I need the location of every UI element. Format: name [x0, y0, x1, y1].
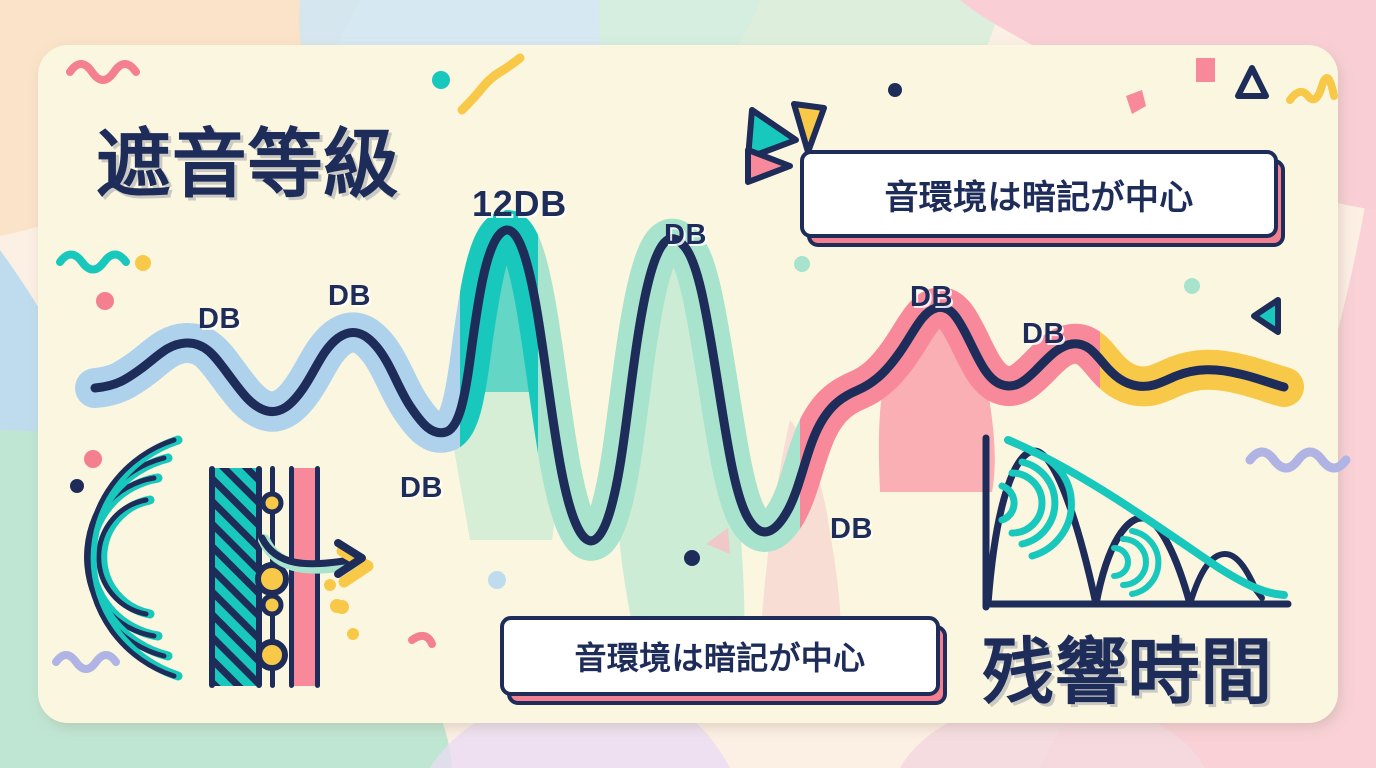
db-label-1: DB	[198, 303, 242, 335]
db-label-4: DB	[400, 472, 444, 504]
db-label-6: DB	[910, 281, 954, 313]
reverb-wave-arcs-large	[998, 448, 1075, 560]
navy-dot-c	[70, 479, 84, 493]
callout-badge-top: 音環境は暗記が中心	[800, 150, 1285, 247]
db-label-7: DB	[1022, 318, 1066, 350]
chart-axes	[982, 434, 1292, 611]
pink-triangle	[745, 147, 793, 185]
reverb-title: 残響時間	[982, 633, 1273, 713]
pink-chip	[1126, 90, 1146, 114]
navy-dot-b	[684, 550, 700, 566]
yellow-squiggle-a	[457, 53, 525, 115]
db-label-2: DB	[328, 280, 372, 312]
pink-dot-a	[96, 292, 114, 310]
badge-label: 音環境は暗記が中心	[574, 640, 866, 676]
teal-triangle	[745, 107, 799, 161]
badge-face: 音環境は暗記が中心	[800, 150, 1278, 238]
transmitted-sound-arrow	[258, 534, 374, 588]
pink-square	[1196, 58, 1215, 82]
lilac-squiggle-a	[1245, 447, 1351, 473]
yellow-squiggle-b	[1286, 74, 1338, 104]
peak-fill-pink-soft	[760, 420, 841, 640]
page-title: 遮音等級	[96, 122, 400, 206]
blue-dot	[488, 571, 506, 589]
db-label-8: DB	[830, 513, 874, 545]
absorber-layer	[289, 466, 320, 688]
pink-squiggle	[66, 60, 140, 84]
teal-triangle-b	[1251, 297, 1281, 335]
pink-arc	[408, 631, 436, 648]
yellow-triangle	[791, 101, 827, 155]
teal-squiggle	[56, 250, 130, 274]
yellow-triangle-outline	[1235, 65, 1269, 99]
decay-envelope	[1004, 436, 1288, 599]
badge-label: 音環境は暗記が中心	[884, 178, 1194, 217]
resilient-channel-layer	[255, 466, 289, 688]
callout-badge-bottom: 音環境は暗記が中心	[500, 616, 947, 705]
pink-triangle-soft	[706, 528, 730, 554]
lilac-squiggle-b	[52, 651, 120, 673]
yellow-dot-b	[330, 599, 344, 613]
navy-dot-a	[888, 83, 902, 97]
mint-dot-b	[1184, 278, 1200, 294]
pink-dot-b	[84, 450, 102, 468]
db-label-5: DB	[664, 219, 708, 251]
db-label-peak: 12DB	[472, 183, 567, 224]
mint-dot	[794, 256, 810, 272]
teal-dot	[432, 71, 450, 89]
badge-face: 音環境は暗記が中心	[500, 616, 940, 696]
reverb-wave-arcs-small	[1111, 528, 1162, 597]
sound-wave-arcs	[84, 435, 183, 681]
yellow-dot-a	[135, 255, 151, 271]
